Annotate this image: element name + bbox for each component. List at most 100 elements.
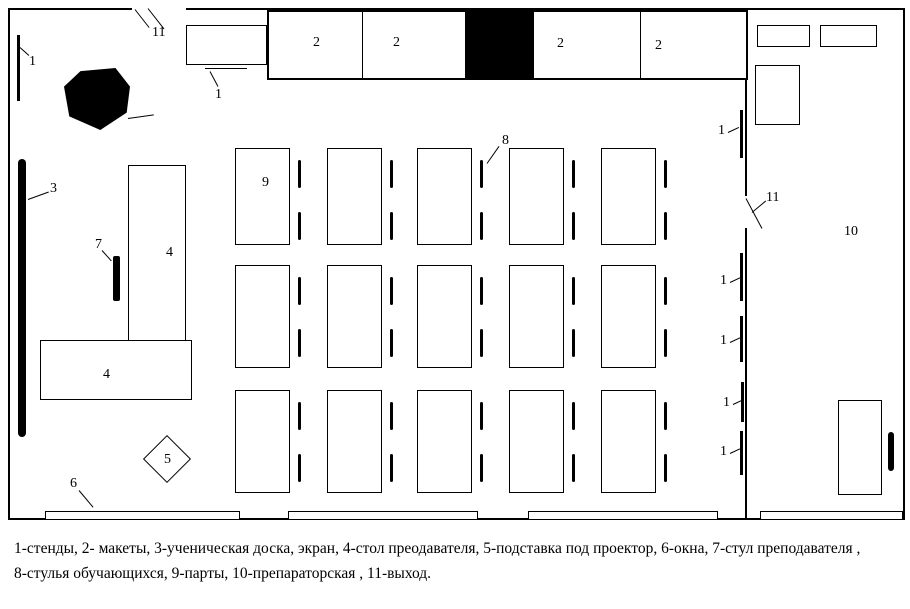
- windows-label: 6: [70, 476, 77, 491]
- stand-top-line: [205, 68, 247, 69]
- stand-bar: [740, 431, 743, 475]
- stand-top-box: [186, 25, 267, 65]
- pointer-line: [729, 277, 741, 283]
- legend-line-2: 8-стулья обучающихся, 9-парты, 10-препар…: [14, 565, 432, 583]
- student-chair: [298, 212, 301, 240]
- pointer-line: [727, 126, 740, 133]
- pointer-line: [27, 191, 49, 200]
- student-chair: [480, 329, 483, 357]
- pointer-line: [19, 47, 30, 56]
- student-chair: [572, 329, 575, 357]
- student-chair: [298, 160, 301, 188]
- student-chairs-label: 8: [502, 133, 509, 148]
- legend-line-1: 1-стенды, 2- макеты, 3-ученическая доска…: [14, 540, 861, 557]
- student-chair: [390, 212, 393, 240]
- stand-bar: [740, 253, 743, 301]
- cabinet-divider: [362, 12, 363, 78]
- wall-right: [903, 8, 905, 520]
- student-chair: [298, 402, 301, 430]
- student-chair: [480, 212, 483, 240]
- wall-top-left-segment: [8, 8, 132, 10]
- models-label: 2: [313, 35, 320, 50]
- stand-left-label: 1: [29, 54, 36, 69]
- pointer-line: [751, 200, 767, 213]
- models-label: 2: [655, 38, 662, 53]
- student-chair: [572, 277, 575, 305]
- projector-stand-label: 5: [164, 452, 171, 467]
- student-desk: [601, 148, 656, 245]
- teacher-desk-horizontal: [40, 340, 192, 400]
- pointer-line: [729, 337, 741, 343]
- stand-label: 1: [723, 395, 730, 410]
- window: [528, 511, 718, 520]
- stand-label: 1: [720, 273, 727, 288]
- prep-room-cabinet: [838, 400, 882, 495]
- pointer-line: [486, 146, 500, 164]
- prep-room-bar: [888, 432, 894, 471]
- student-desk: [235, 390, 290, 493]
- models-label: 2: [557, 36, 564, 51]
- student-chair: [664, 277, 667, 305]
- student-desk: [509, 390, 564, 493]
- pointer-line: [101, 250, 112, 262]
- teacher-desk-label: 4: [166, 245, 173, 260]
- student-chair: [390, 277, 393, 305]
- teacher-desk-vertical: [128, 165, 186, 342]
- legend: 1-стенды, 2- макеты, 3-ученическая доска…: [14, 536, 906, 586]
- pointer-line: [729, 448, 741, 454]
- pointer-line: [78, 490, 94, 508]
- models-label: 2: [393, 35, 400, 50]
- student-chair: [572, 212, 575, 240]
- pointer-line: [209, 71, 219, 87]
- student-chair: [298, 454, 301, 482]
- board-label: 3: [50, 181, 57, 196]
- student-chair: [664, 329, 667, 357]
- student-chair: [664, 402, 667, 430]
- student-desk: [235, 265, 290, 368]
- cabinet-divider: [533, 12, 534, 78]
- cabinet-divider: [465, 12, 466, 78]
- wall-left: [8, 8, 10, 520]
- floor-plan: 11 1 1 2 2 2 2 3 4 4 7 5 9 8 11 1 1: [8, 8, 905, 520]
- student-desk: [327, 265, 382, 368]
- stand-left-bar: [17, 35, 20, 101]
- student-desk: [235, 148, 290, 245]
- prep-room-table: [820, 25, 877, 47]
- exit-label-top: 11: [152, 25, 166, 40]
- teacher-desk-label: 4: [103, 367, 110, 382]
- student-chair: [664, 454, 667, 482]
- prep-room-label: 10: [844, 224, 858, 239]
- window: [45, 511, 240, 520]
- student-chair: [390, 402, 393, 430]
- student-chair: [390, 454, 393, 482]
- desks-label: 9: [262, 175, 269, 190]
- student-chair: [298, 277, 301, 305]
- student-chair: [572, 454, 575, 482]
- pointer-line: [127, 114, 154, 119]
- exit-label-right: 11: [766, 190, 780, 205]
- student-chair: [480, 277, 483, 305]
- student-desk: [327, 148, 382, 245]
- stand-label: 1: [720, 444, 727, 459]
- student-chair: [390, 160, 393, 188]
- cabinet-divider: [640, 12, 641, 78]
- stand-label: 1: [718, 123, 725, 138]
- partition-lower: [745, 228, 747, 520]
- door-swing-line: [134, 9, 150, 28]
- partition-upper: [745, 80, 747, 196]
- stand-top-label: 1: [215, 87, 222, 102]
- teacher-chair-label: 7: [95, 237, 102, 252]
- teacher-chair-bar: [113, 256, 120, 301]
- board-bar: [18, 159, 26, 437]
- student-desk: [509, 265, 564, 368]
- prep-room-table: [757, 25, 810, 47]
- student-chair: [480, 454, 483, 482]
- stand-bar: [740, 316, 743, 362]
- student-desk: [327, 390, 382, 493]
- stand-bar: [740, 110, 743, 158]
- student-chair: [480, 160, 483, 188]
- student-chair: [480, 402, 483, 430]
- student-desk: [601, 390, 656, 493]
- door-swing-line: [745, 198, 763, 229]
- student-desk: [417, 148, 472, 245]
